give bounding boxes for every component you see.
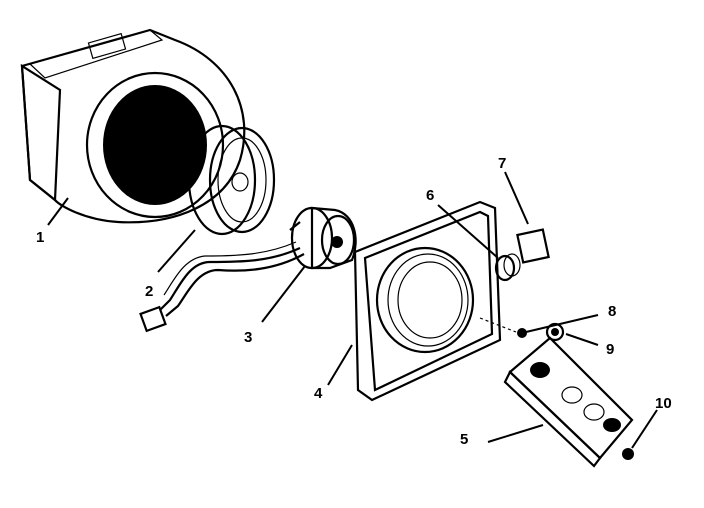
blower-motor xyxy=(289,206,357,270)
callout-6: 6 xyxy=(426,187,434,204)
leader-2 xyxy=(157,229,196,273)
control-bracket xyxy=(503,336,634,468)
leader-8 xyxy=(525,314,599,333)
leader-4 xyxy=(327,344,353,386)
leader-5 xyxy=(487,424,544,443)
callout-5: 5 xyxy=(460,431,468,448)
capacitor xyxy=(516,228,550,264)
callout-10: 10 xyxy=(655,395,672,412)
callout-9: 9 xyxy=(606,341,614,358)
leader-7 xyxy=(504,171,529,225)
motor-wiring-harness xyxy=(139,241,305,333)
callout-3: 3 xyxy=(244,329,252,346)
blower-wheel xyxy=(187,124,276,236)
capacitor-knob xyxy=(494,253,521,282)
callout-7: 7 xyxy=(498,155,506,172)
leader-1 xyxy=(47,197,69,226)
screw-10 xyxy=(622,448,634,460)
leader-9 xyxy=(565,333,599,346)
leader-6 xyxy=(437,204,499,259)
nut-9 xyxy=(545,322,565,342)
blower-housing xyxy=(20,28,246,224)
leader-3 xyxy=(261,265,306,323)
callout-8: 8 xyxy=(608,303,616,320)
callout-1: 1 xyxy=(36,229,44,246)
callout-2: 2 xyxy=(145,283,153,300)
fitting-8 xyxy=(479,317,527,338)
leader-10 xyxy=(631,409,658,449)
mounting-plate xyxy=(353,200,502,402)
callout-4: 4 xyxy=(314,385,323,402)
